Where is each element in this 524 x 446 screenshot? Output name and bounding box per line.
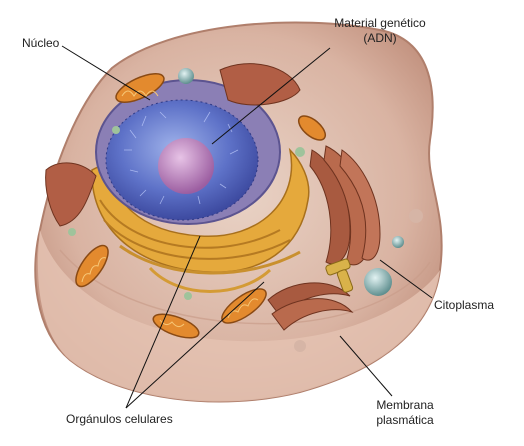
label-organulos-celulares: Orgánulos celulares — [66, 412, 173, 426]
golgi-apparatus — [45, 63, 381, 331]
nucleolus — [158, 138, 214, 194]
label-material-genetico-line1: Material genético — [334, 16, 426, 30]
leader-lines — [61, 45, 433, 409]
endoplasmic-reticulum — [91, 147, 310, 293]
leader-line-organulos-2 — [125, 281, 265, 409]
label-material-genetico: Material genético (ADN) — [320, 16, 440, 46]
leader-line-material-genetico — [211, 47, 331, 145]
label-membrana-plasmatica: Membrana plasmática — [360, 398, 450, 428]
vesicles — [68, 68, 423, 352]
label-nucleo: Núcleo — [22, 36, 60, 50]
label-membrana-line2: plasmática — [376, 413, 434, 427]
leader-line-nucleo — [61, 45, 151, 101]
label-citoplasma: Citoplasma — [434, 298, 495, 312]
leader-line-citoplasma — [379, 259, 433, 299]
centrioles — [325, 258, 354, 293]
label-membrana-line1: Membrana — [376, 398, 434, 412]
leader-line-organulos-1 — [125, 235, 201, 409]
label-material-genetico-line2: (ADN) — [363, 31, 397, 45]
leader-line-membrana — [339, 335, 393, 397]
